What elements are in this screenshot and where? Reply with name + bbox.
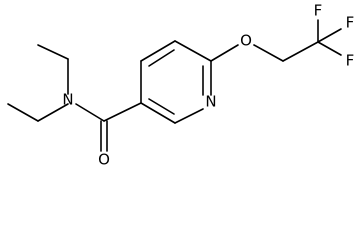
bond-ring-c5-c6	[174, 40, 212, 62]
atom-label-amide-oxygen: O	[98, 151, 110, 169]
atom-label-group: N O N O F F F	[62, 2, 354, 169]
atom-label-ether-oxygen: O	[240, 32, 252, 50]
bond-ethyl-upper-ch3-ch2	[37, 44, 69, 60]
atom-label-ring-nitrogen: N	[205, 93, 216, 111]
atom-label-fluorine-top-left: F	[314, 2, 323, 20]
atom-label-amide-nitrogen: N	[62, 91, 73, 109]
bond-ring-c2-c3-inner	[148, 98, 175, 115]
bond-ring-n1-c2	[174, 108, 204, 124]
bond-ring-c4-c5-inner	[148, 49, 175, 67]
bond-ch2-cf3	[282, 41, 319, 62]
bond-group	[7, 19, 342, 152]
bond-ethyl-lower-ch2-ch3	[7, 103, 39, 122]
bond-ether-o-ch2	[253, 44, 284, 62]
atom-label-fluorine-bottom-right: F	[346, 52, 355, 70]
bond-n-carbonyl-carbon	[75, 103, 105, 122]
bond-n-ethyl-lower-ch2	[37, 103, 69, 122]
bond-carbonyl-ring	[103, 102, 142, 122]
bond-ring-c4-c5	[140, 40, 176, 62]
bond-cf3-f-top-right	[317, 28, 342, 43]
bond-cf3-f-bottom-right	[317, 41, 342, 56]
structure-canvas: N O N O F F F	[7, 2, 354, 169]
bond-ring-c2-c3	[140, 102, 176, 124]
chemical-structure-diagram: N O N O F F F	[7, 2, 354, 169]
bond-ring-ether-o	[210, 44, 239, 62]
atom-label-fluorine-top-right: F	[346, 14, 355, 32]
